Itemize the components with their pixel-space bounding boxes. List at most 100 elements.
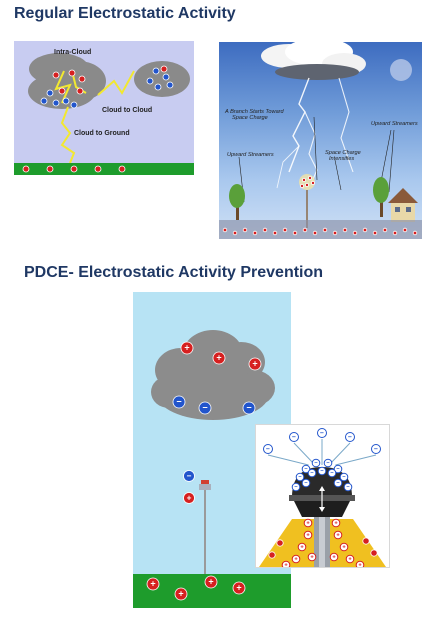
- negative-charge: −: [333, 478, 343, 488]
- lightning-types-diagram: Intra-Cloud Cloud to Cloud Cloud to Grou…: [14, 41, 194, 175]
- positive-charge: [68, 69, 76, 77]
- positive-charge: +: [180, 341, 194, 355]
- negative-charge: −: [371, 444, 381, 454]
- intra-cloud-shape: [50, 61, 106, 101]
- negative-charge: [40, 97, 48, 105]
- negative-charge-sign: −: [346, 485, 350, 491]
- positive-charge: +: [345, 554, 355, 564]
- negative-charge: −: [183, 470, 195, 482]
- negative-charge: −: [311, 458, 321, 468]
- pointer-line: [313, 116, 318, 181]
- negative-charge: [52, 99, 60, 107]
- positive-charge-sign: +: [300, 545, 304, 551]
- tree-left: [229, 184, 245, 220]
- positive-charge-sign: +: [306, 521, 310, 527]
- positive-charge: [78, 75, 86, 83]
- positive-charge: +: [248, 357, 262, 371]
- positive-charge: +: [307, 552, 317, 562]
- arrow-group: [267, 439, 377, 466]
- positive-charge: [352, 230, 358, 236]
- positive-charge: [372, 230, 378, 236]
- positive-charge: [58, 87, 66, 95]
- positive-charge: +: [146, 577, 160, 591]
- positive-charge: +: [339, 542, 349, 552]
- positive-charge: [268, 551, 276, 559]
- negative-charge-sign: −: [294, 485, 298, 491]
- cloud-to-cloud-bolt: [97, 70, 135, 96]
- positive-charge-sign: +: [187, 493, 192, 502]
- positive-charge-sign: +: [150, 579, 155, 589]
- positive-charge: +: [232, 581, 246, 595]
- positive-charge: [262, 227, 268, 233]
- negative-charge: −: [301, 464, 311, 474]
- negative-charge-sign: −: [320, 469, 324, 475]
- negative-charge: −: [317, 466, 327, 476]
- ground-strip: [14, 163, 194, 175]
- tree-right: [373, 177, 389, 217]
- positive-charge: [305, 182, 310, 187]
- positive-charge-sign: +: [252, 359, 257, 369]
- positive-charge: +: [174, 587, 188, 601]
- negative-charge-sign: −: [320, 430, 324, 437]
- positive-charge-sign: +: [294, 557, 298, 563]
- positive-charge-sign: +: [342, 545, 346, 551]
- lightning-leader: [288, 77, 310, 173]
- positive-charge: [382, 227, 388, 233]
- positive-charge: [322, 227, 328, 233]
- charged-cloud: [151, 330, 275, 420]
- negative-charge: −: [327, 468, 337, 478]
- negative-charge: −: [339, 472, 349, 482]
- positive-charge: [362, 227, 368, 233]
- positive-charge: [302, 177, 307, 182]
- negative-charge: −: [317, 428, 327, 438]
- cloud-to-ground-bolt: [60, 106, 76, 164]
- moon: [390, 59, 412, 81]
- lightning-branch: [276, 145, 300, 189]
- intra-cloud-bolt: [54, 70, 72, 104]
- positive-charge: +: [183, 492, 195, 504]
- house: [388, 188, 418, 222]
- positive-charge-sign: +: [306, 533, 310, 539]
- negative-charge-sign: −: [304, 481, 308, 487]
- negative-charge: −: [323, 458, 333, 468]
- positive-charge: [242, 227, 248, 233]
- storm-cloud-base: [275, 64, 359, 80]
- pointer-line: [334, 159, 342, 191]
- negative-charge: [152, 67, 160, 75]
- positive-charge-sign: +: [236, 583, 241, 593]
- negative-charge-sign: −: [310, 471, 314, 477]
- lightning-types-svg: Intra-Cloud Cloud to Cloud Cloud to Grou…: [14, 49, 194, 175]
- positive-charge: [22, 165, 30, 173]
- positive-charge: [118, 165, 126, 173]
- positive-charge: [160, 65, 168, 73]
- ground-charge-group: [222, 175, 418, 236]
- negative-charge: −: [291, 482, 301, 492]
- positive-charge: [332, 230, 338, 236]
- ground-charge-group: [22, 165, 126, 173]
- negative-charge: −: [301, 478, 311, 488]
- label-upward-streamers-right: Upward Streamers: [371, 121, 418, 127]
- positive-charge: [70, 165, 78, 173]
- negative-charge: −: [333, 464, 343, 474]
- device-dome: [292, 467, 352, 497]
- pdce-svg: +++−−−−+++++: [133, 330, 291, 608]
- positive-charge-sign: +: [334, 521, 338, 527]
- positive-charge: +: [303, 518, 313, 528]
- small-cloud-shape: [134, 61, 190, 97]
- positive-charge: +: [291, 554, 301, 564]
- positive-charge-sign: +: [348, 557, 352, 563]
- positive-charge: [312, 230, 318, 236]
- positive-charge: +: [303, 530, 313, 540]
- positive-charge-sign: +: [358, 563, 362, 567]
- negative-charge: −: [307, 468, 317, 478]
- label-space-charge: Intensifies: [329, 156, 354, 162]
- device-mast-highlight: [319, 517, 325, 567]
- positive-charge-sign: +: [284, 563, 288, 567]
- negative-charge: −: [345, 432, 355, 442]
- label-branch: Space Charge: [232, 115, 268, 121]
- positive-charge: +: [331, 518, 341, 528]
- negative-charge: [166, 81, 174, 89]
- positive-charge: [300, 183, 305, 188]
- lightning-branch: [304, 111, 318, 185]
- positive-charge: +: [333, 530, 343, 540]
